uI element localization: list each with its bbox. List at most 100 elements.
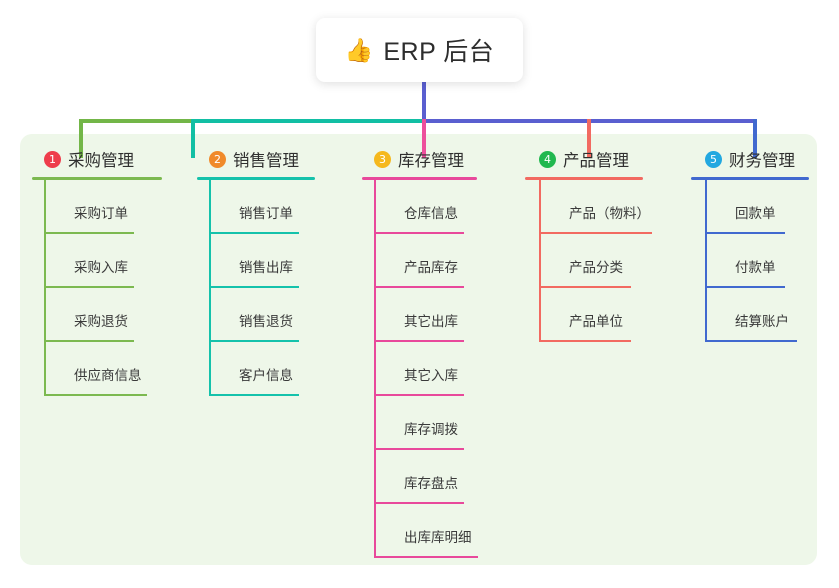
item-rule	[44, 394, 147, 396]
list-item[interactable]: 库存盘点	[362, 450, 527, 504]
item-rule	[209, 232, 299, 234]
item-label: 结算账户	[735, 314, 789, 329]
item-spine	[374, 342, 376, 396]
branch-header-2[interactable]: 2 销售管理	[197, 146, 357, 172]
item-spine	[209, 342, 211, 396]
branch-column-4: 4 产品管理 产品（物料） 产品分类 产品单位	[525, 146, 697, 342]
branch-header-1[interactable]: 1 采购管理	[32, 146, 192, 172]
item-rule	[374, 340, 464, 342]
branch-header-3[interactable]: 3 库存管理	[362, 146, 527, 172]
item-label: 付款单	[735, 260, 776, 275]
item-spine	[705, 180, 707, 234]
list-item[interactable]: 出库库明细	[362, 504, 527, 558]
list-item[interactable]: 回款单	[693, 180, 839, 234]
list-item[interactable]: 其它入库	[362, 342, 527, 396]
item-label: 库存盘点	[404, 476, 458, 491]
item-label: 采购入库	[74, 260, 128, 275]
branch-badge-3: 3	[374, 150, 391, 168]
branch-header-5[interactable]: 5 财务管理	[693, 146, 839, 172]
list-item[interactable]: 销售订单	[197, 180, 357, 234]
item-spine	[374, 504, 376, 558]
item-label: 采购订单	[74, 206, 128, 221]
list-item[interactable]: 结算账户	[693, 288, 839, 342]
item-rule	[374, 286, 464, 288]
item-rule	[705, 232, 785, 234]
item-spine	[374, 288, 376, 342]
thumbs-up-icon: 👍	[344, 36, 374, 63]
list-item[interactable]: 采购订单	[32, 180, 192, 234]
branch-column-5: 5 财务管理 回款单 付款单 结算账户	[691, 146, 839, 342]
item-rule	[374, 556, 478, 558]
branch-column-2: 2 销售管理 销售订单 销售出库 销售退货 客户信息	[197, 146, 357, 396]
list-item[interactable]: 客户信息	[197, 342, 357, 396]
diagram-panel	[20, 134, 817, 565]
branch-column-3: 3 库存管理 仓库信息 产品库存 其它出库 其它入库	[362, 146, 527, 558]
item-spine	[44, 342, 46, 396]
item-spine	[44, 288, 46, 342]
list-item[interactable]: 供应商信息	[32, 342, 192, 396]
item-spine	[539, 288, 541, 342]
list-item[interactable]: 采购退货	[32, 288, 192, 342]
item-label: 出库库明细	[404, 530, 472, 545]
branch-title-1: 采购管理	[68, 152, 134, 170]
item-rule	[705, 340, 797, 342]
item-rule	[374, 232, 464, 234]
branch-items-3: 仓库信息 产品库存 其它出库 其它入库 库存调拨	[362, 180, 527, 558]
item-spine	[209, 288, 211, 342]
branch-column-1: 1 采购管理 采购订单 采购入库 采购退货 供应商信息	[32, 146, 192, 396]
item-label: 回款单	[735, 206, 776, 221]
list-item[interactable]: 产品库存	[362, 234, 527, 288]
list-item[interactable]: 库存调拨	[362, 396, 527, 450]
item-spine	[374, 180, 376, 234]
item-spine	[209, 180, 211, 234]
branch-items-5: 回款单 付款单 结算账户	[693, 180, 839, 342]
branch-badge-2: 2	[209, 150, 226, 168]
list-item[interactable]: 销售退货	[197, 288, 357, 342]
item-spine	[44, 234, 46, 288]
item-rule	[209, 340, 299, 342]
item-label: 产品单位	[569, 314, 623, 329]
item-spine	[44, 180, 46, 234]
branch-title-2: 销售管理	[233, 152, 299, 170]
item-label: 销售订单	[239, 206, 293, 221]
item-label: 产品（物料）	[569, 206, 650, 221]
item-label: 库存调拨	[404, 422, 458, 437]
list-item[interactable]: 付款单	[693, 234, 839, 288]
list-item[interactable]: 采购入库	[32, 234, 192, 288]
item-rule	[539, 232, 652, 234]
branch-items-4: 产品（物料） 产品分类 产品单位	[527, 180, 697, 342]
item-label: 销售退货	[239, 314, 293, 329]
list-item[interactable]: 产品分类	[527, 234, 697, 288]
item-rule	[374, 502, 464, 504]
branch-title-5: 财务管理	[729, 152, 795, 170]
branch-rule-1	[32, 177, 162, 180]
branch-header-4[interactable]: 4 产品管理	[527, 146, 697, 172]
item-label: 仓库信息	[404, 206, 458, 221]
root-node[interactable]: 👍 ERP 后台	[316, 18, 523, 82]
list-item[interactable]: 产品（物料）	[527, 180, 697, 234]
item-label: 其它入库	[404, 368, 458, 383]
item-label: 其它出库	[404, 314, 458, 329]
branch-rule-4	[525, 177, 643, 180]
branch-badge-5: 5	[705, 150, 722, 168]
branch-title-4: 产品管理	[563, 152, 629, 170]
item-rule	[705, 286, 785, 288]
item-label: 销售出库	[239, 260, 293, 275]
branch-items-1: 采购订单 采购入库 采购退货 供应商信息	[32, 180, 192, 396]
list-item[interactable]: 销售出库	[197, 234, 357, 288]
list-item[interactable]: 其它出库	[362, 288, 527, 342]
branch-badge-4: 4	[539, 150, 556, 168]
list-item[interactable]: 产品单位	[527, 288, 697, 342]
item-rule	[44, 340, 134, 342]
item-rule	[539, 286, 631, 288]
list-item[interactable]: 仓库信息	[362, 180, 527, 234]
item-rule	[44, 232, 134, 234]
branch-rule-2	[197, 177, 315, 180]
item-label: 供应商信息	[74, 368, 142, 383]
item-spine	[374, 234, 376, 288]
branch-badge-1: 1	[44, 150, 61, 168]
item-spine	[539, 180, 541, 234]
item-rule	[374, 448, 464, 450]
item-rule	[209, 286, 299, 288]
